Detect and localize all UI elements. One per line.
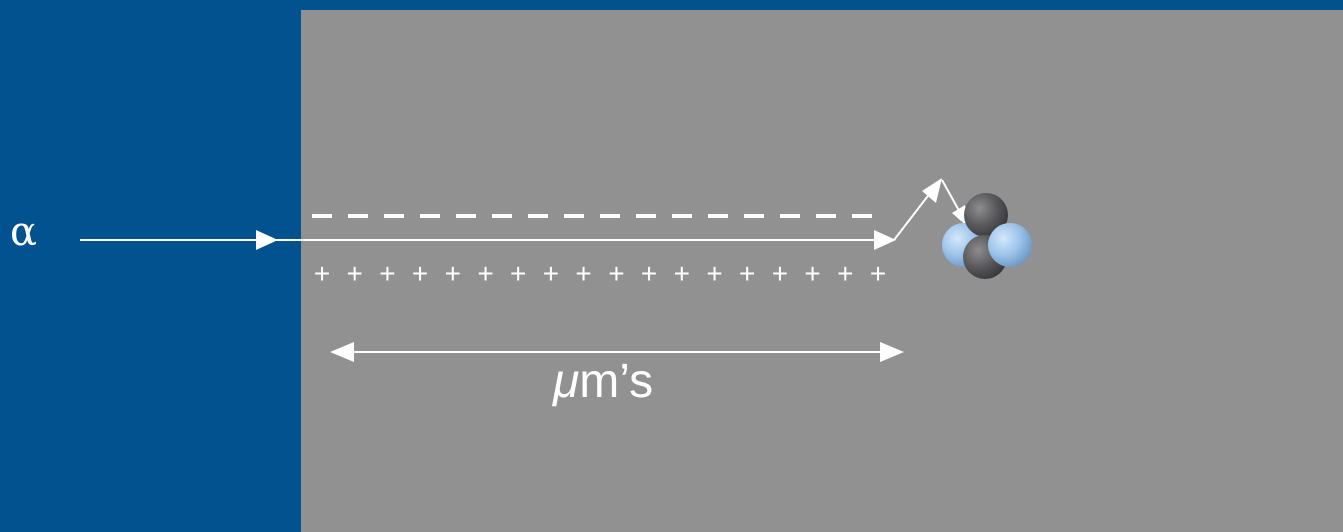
positive-charge-mark: + bbox=[870, 258, 886, 289]
neutron-sphere bbox=[964, 193, 1008, 237]
negative-charge-mark bbox=[528, 214, 548, 218]
negative-charge-mark bbox=[816, 214, 836, 218]
negative-charge-mark bbox=[456, 214, 476, 218]
positive-charge-row: + + + + + + + + + + + + + + + + + + bbox=[314, 258, 886, 289]
negative-charge-mark bbox=[600, 214, 620, 218]
positive-charge-mark: + bbox=[412, 258, 428, 289]
negative-charge-mark bbox=[312, 214, 332, 218]
negative-charge-mark bbox=[852, 214, 872, 218]
positive-charge-mark: + bbox=[379, 258, 395, 289]
material-panel bbox=[301, 10, 1343, 532]
positive-charge-mark: + bbox=[706, 258, 722, 289]
positive-charge-mark: + bbox=[641, 258, 657, 289]
negative-charge-mark bbox=[744, 214, 764, 218]
alpha-particle-label: α bbox=[10, 209, 38, 255]
helium-nucleus-icon bbox=[942, 193, 1032, 279]
negative-charge-mark bbox=[492, 214, 512, 218]
negative-charge-mark bbox=[564, 214, 584, 218]
scale-arrowhead-right bbox=[880, 342, 904, 362]
scale-label-mu: μ bbox=[553, 355, 580, 408]
positive-charge-mark: + bbox=[772, 258, 788, 289]
scale-label: μm’s bbox=[553, 358, 653, 406]
scale-label-suffix: m’s bbox=[579, 355, 654, 408]
positive-charge-mark: + bbox=[543, 258, 559, 289]
proton-sphere bbox=[988, 223, 1032, 267]
positive-charge-mark: + bbox=[445, 258, 461, 289]
positive-charge-mark: + bbox=[575, 258, 591, 289]
deflection-arrowhead-up bbox=[922, 178, 942, 203]
negative-charge-mark bbox=[348, 214, 368, 218]
positive-charge-mark: + bbox=[804, 258, 820, 289]
positive-charge-mark: + bbox=[608, 258, 624, 289]
negative-charge-mark bbox=[708, 214, 728, 218]
deflection-path-up bbox=[893, 187, 935, 241]
positive-charge-mark: + bbox=[739, 258, 755, 289]
negative-charge-row bbox=[312, 214, 872, 218]
positive-charge-mark: + bbox=[314, 258, 330, 289]
positive-charge-mark: + bbox=[837, 258, 853, 289]
negative-charge-mark bbox=[780, 214, 800, 218]
positive-charge-mark: + bbox=[347, 258, 363, 289]
positive-charge-mark: + bbox=[510, 258, 526, 289]
negative-charge-mark bbox=[636, 214, 656, 218]
track-end-arrowhead bbox=[874, 230, 896, 250]
scale-arrowhead-left bbox=[330, 342, 354, 362]
positive-charge-mark: + bbox=[674, 258, 690, 289]
negative-charge-mark bbox=[672, 214, 692, 218]
negative-charge-mark bbox=[384, 214, 404, 218]
negative-charge-mark bbox=[420, 214, 440, 218]
track-entry-arrowhead bbox=[256, 230, 278, 250]
positive-charge-mark: + bbox=[477, 258, 493, 289]
